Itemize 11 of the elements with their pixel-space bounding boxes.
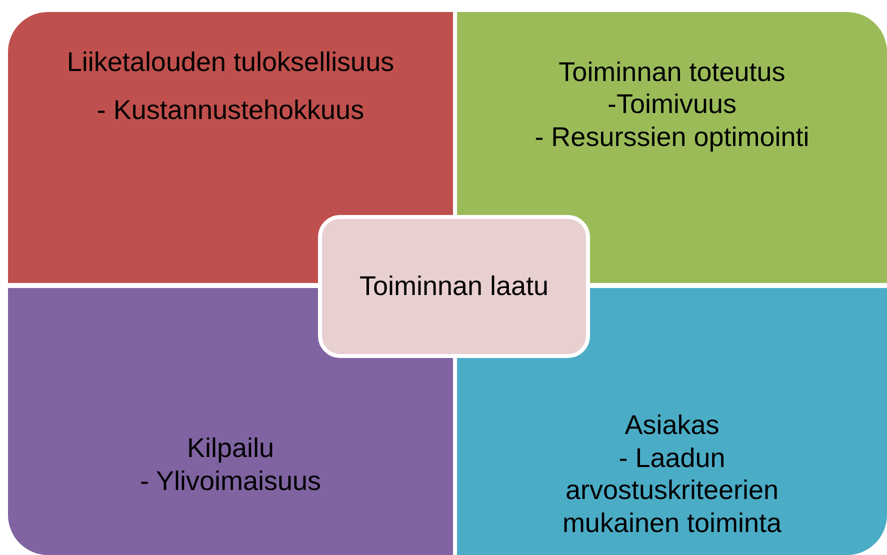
node-text: Kilpailu bbox=[186, 432, 274, 465]
node-text: Asiakas bbox=[624, 409, 720, 442]
node-text: Toiminnan laatu bbox=[359, 270, 549, 303]
node-text: Toiminnan toteutus bbox=[558, 56, 786, 88]
node-text: - Resurssien optimointi bbox=[534, 120, 810, 154]
node-text: Liiketalouden tuloksellisuus bbox=[66, 46, 394, 78]
node-text: - Ylivoimaisuus bbox=[140, 464, 322, 497]
center-box bbox=[318, 215, 590, 358]
node-text: - Kustannustehokkuus bbox=[96, 94, 364, 127]
node-text: -Toimivuus bbox=[607, 88, 737, 121]
node-text: - Laadun arvostuskriteerien mukainen toiminta bbox=[561, 442, 783, 539]
